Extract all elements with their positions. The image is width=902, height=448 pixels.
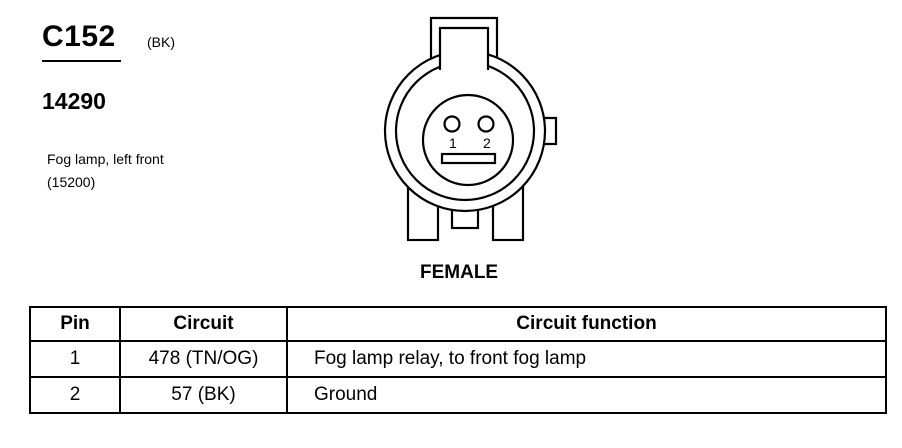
cell-circuit-function: Fog lamp relay, to front fog lamp bbox=[286, 340, 887, 378]
key-bar bbox=[440, 152, 497, 165]
connector-color-code: (BK) bbox=[147, 34, 175, 50]
pin-1-label: 1 bbox=[449, 135, 457, 151]
pin-1-socket bbox=[443, 115, 461, 133]
pinout-table: Pin Circuit Circuit function 1 478 (TN/O… bbox=[29, 306, 887, 414]
component-description: Fog lamp, left front bbox=[47, 151, 164, 167]
table-row: 1 478 (TN/OG) Fog lamp relay, to front f… bbox=[29, 340, 887, 378]
connector-id-underline bbox=[42, 60, 121, 62]
cell-pin: 2 bbox=[29, 376, 121, 414]
pin-2-label: 2 bbox=[483, 135, 491, 151]
header-pin: Pin bbox=[29, 306, 121, 342]
part-number: 14290 bbox=[42, 88, 106, 114]
view-label: FEMALE bbox=[420, 262, 499, 283]
header-circuit-function: Circuit function bbox=[286, 306, 887, 342]
component-reference: (15200) bbox=[47, 174, 96, 190]
connector-face-diagram: 1 2 bbox=[383, 16, 558, 242]
cell-circuit: 478 (TN/OG) bbox=[119, 340, 288, 378]
cell-circuit: 57 (BK) bbox=[119, 376, 288, 414]
connector-id: C152 bbox=[42, 20, 116, 53]
top-latch-channel bbox=[438, 26, 490, 70]
table-row: 2 57 (BK) Ground bbox=[29, 376, 887, 414]
pin-cavity bbox=[421, 93, 515, 187]
cell-pin: 1 bbox=[29, 340, 121, 378]
header-circuit: Circuit bbox=[119, 306, 288, 342]
table-header-row: Pin Circuit Circuit function bbox=[29, 306, 887, 342]
pin-2-socket bbox=[477, 115, 495, 133]
cell-circuit-function: Ground bbox=[286, 376, 887, 414]
